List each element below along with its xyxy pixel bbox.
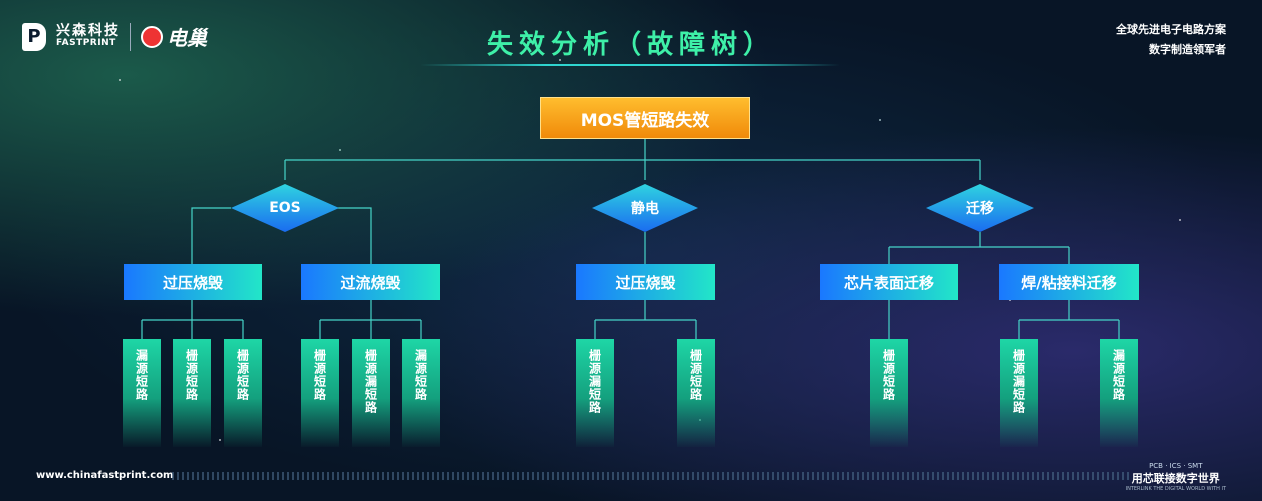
mode-esd-overvoltage: 过压烧毁 [576, 264, 715, 300]
title-underline [420, 64, 840, 66]
footer-brand: PCB · ICS · SMT 用芯联接数字世界 INTERLINK THE D… [1126, 462, 1226, 492]
dianchao-logo-icon [141, 25, 163, 48]
logo-divider [130, 22, 131, 51]
dianchao-logo-text: 电巢 [167, 26, 207, 50]
logo-en: FASTPRINT [56, 38, 116, 49]
leaf-3-2: 栅源短路 [677, 339, 715, 447]
diamond-shape-jingdian [592, 184, 698, 232]
leaf-3-1: 栅源漏短路 [576, 339, 614, 447]
leaf-1-3: 栅源短路 [224, 339, 262, 447]
cause-qianyi: 迁移 [926, 184, 1034, 232]
diamond-shape-eos [231, 184, 339, 232]
connector-leaves-2 [319, 300, 422, 339]
page-title: 失效分析（故障树） [486, 30, 775, 60]
header-slogan: 全球先进电子电路方案 数字制造领军者 [1116, 20, 1226, 60]
footer-slogan-cn: 用芯联接数字世界 [1131, 472, 1220, 485]
mode-eos-overvoltage: 过压烧毁 [124, 264, 262, 300]
connector-qianyi [888, 232, 1070, 264]
leaf-4-1: 栅源短路 [870, 339, 908, 447]
cause-eos: EOS [231, 184, 339, 232]
mode-chip-surface-migration: 芯片表面迁移 [820, 264, 958, 300]
dianchao-logo: 电巢 [141, 22, 207, 51]
slogan-line-2: 数字制造领军者 [1149, 43, 1226, 56]
mode-solder-migration: 焊/粘接料迁移 [999, 264, 1139, 300]
leaf-1-2: 栅源短路 [173, 339, 211, 447]
mode-eos-overcurrent: 过流烧毁 [301, 264, 440, 300]
fastprint-logo-text: 兴森科技 FASTPRINT [56, 22, 120, 49]
leaf-2-3: 漏源短路 [402, 339, 440, 447]
footer-tag: PCB · ICS · SMT [1149, 462, 1203, 470]
connector-leaves-5 [1018, 300, 1120, 339]
leaf-5-2: 漏源短路 [1100, 339, 1138, 447]
cause-jingdian: 静电 [592, 184, 698, 232]
connector-root [284, 139, 981, 180]
root-node: MOS管短路失效 [540, 97, 750, 139]
cause-qianyi-label: 迁移 [966, 201, 994, 217]
leaf-2-1: 栅源短路 [301, 339, 339, 447]
footer-url: www.chinafastprint.com [36, 470, 174, 481]
logo-cn: 兴森科技 [56, 22, 120, 39]
slogan-line-1: 全球先进电子电路方案 [1116, 23, 1226, 36]
footer-slogan-en: INTERLINK THE DIGITAL WORLD WITH IT [1125, 486, 1226, 492]
connector-leaves-3 [594, 300, 697, 339]
cause-jingdian-label: 静电 [631, 201, 659, 217]
leaf-5-1: 栅源漏短路 [1000, 339, 1038, 447]
header-logo: P 兴森科技 FASTPRINT 电巢 [22, 22, 207, 51]
diamond-shape-qianyi [926, 184, 1034, 232]
connector-eos [191, 207, 372, 264]
footer-decoration [172, 472, 1132, 480]
cause-eos-label: EOS [269, 200, 301, 216]
connector-leaves-1 [141, 300, 244, 339]
leaf-2-2: 栅源漏短路 [352, 339, 390, 447]
fastprint-logo-icon: P [22, 22, 46, 51]
leaf-1-1: 漏源短路 [123, 339, 161, 447]
